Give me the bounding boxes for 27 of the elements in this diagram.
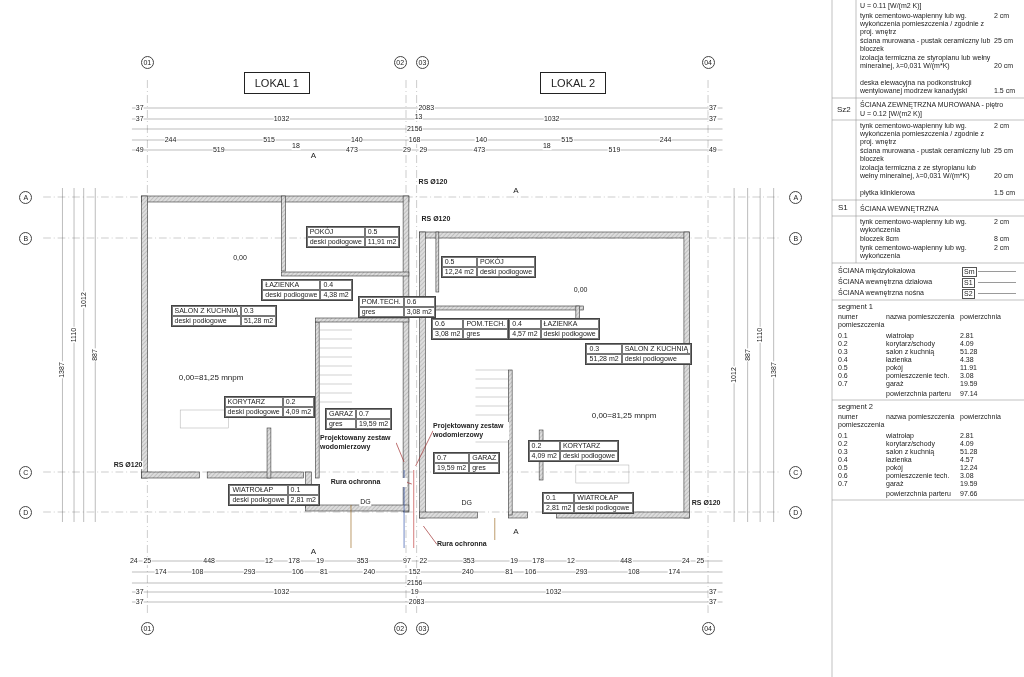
unit-label: LOKAL 2 bbox=[540, 72, 607, 94]
section-mark: A bbox=[310, 547, 317, 557]
room-tag bbox=[527, 440, 620, 463]
room-tag bbox=[261, 279, 353, 302]
room-tag bbox=[433, 452, 501, 475]
wall-type-code: Sz2 bbox=[837, 106, 851, 115]
room-tag bbox=[305, 226, 401, 249]
elevation-note: 0,00=81,25 mnpm bbox=[178, 373, 244, 383]
room-tag bbox=[440, 256, 537, 279]
room-tag bbox=[228, 484, 320, 507]
room-tag bbox=[508, 318, 600, 341]
elevation-note: 0,00=81,25 mnpm bbox=[591, 411, 657, 421]
room-tag bbox=[170, 305, 278, 328]
wall-type-code: S1 bbox=[838, 204, 848, 213]
room-tag bbox=[357, 296, 436, 319]
leader-line bbox=[423, 525, 438, 545]
room-tag bbox=[542, 492, 634, 515]
room-tag bbox=[324, 408, 393, 431]
section-mark: A bbox=[512, 527, 520, 537]
section-mark: A bbox=[512, 186, 520, 196]
room-tag bbox=[431, 318, 510, 341]
leader-line bbox=[415, 430, 434, 467]
section-mark: A bbox=[310, 151, 317, 161]
unit-label: LOKAL 1 bbox=[243, 72, 310, 94]
room-tag bbox=[585, 343, 693, 366]
leader-line bbox=[406, 482, 413, 485]
room-tag bbox=[223, 396, 316, 419]
